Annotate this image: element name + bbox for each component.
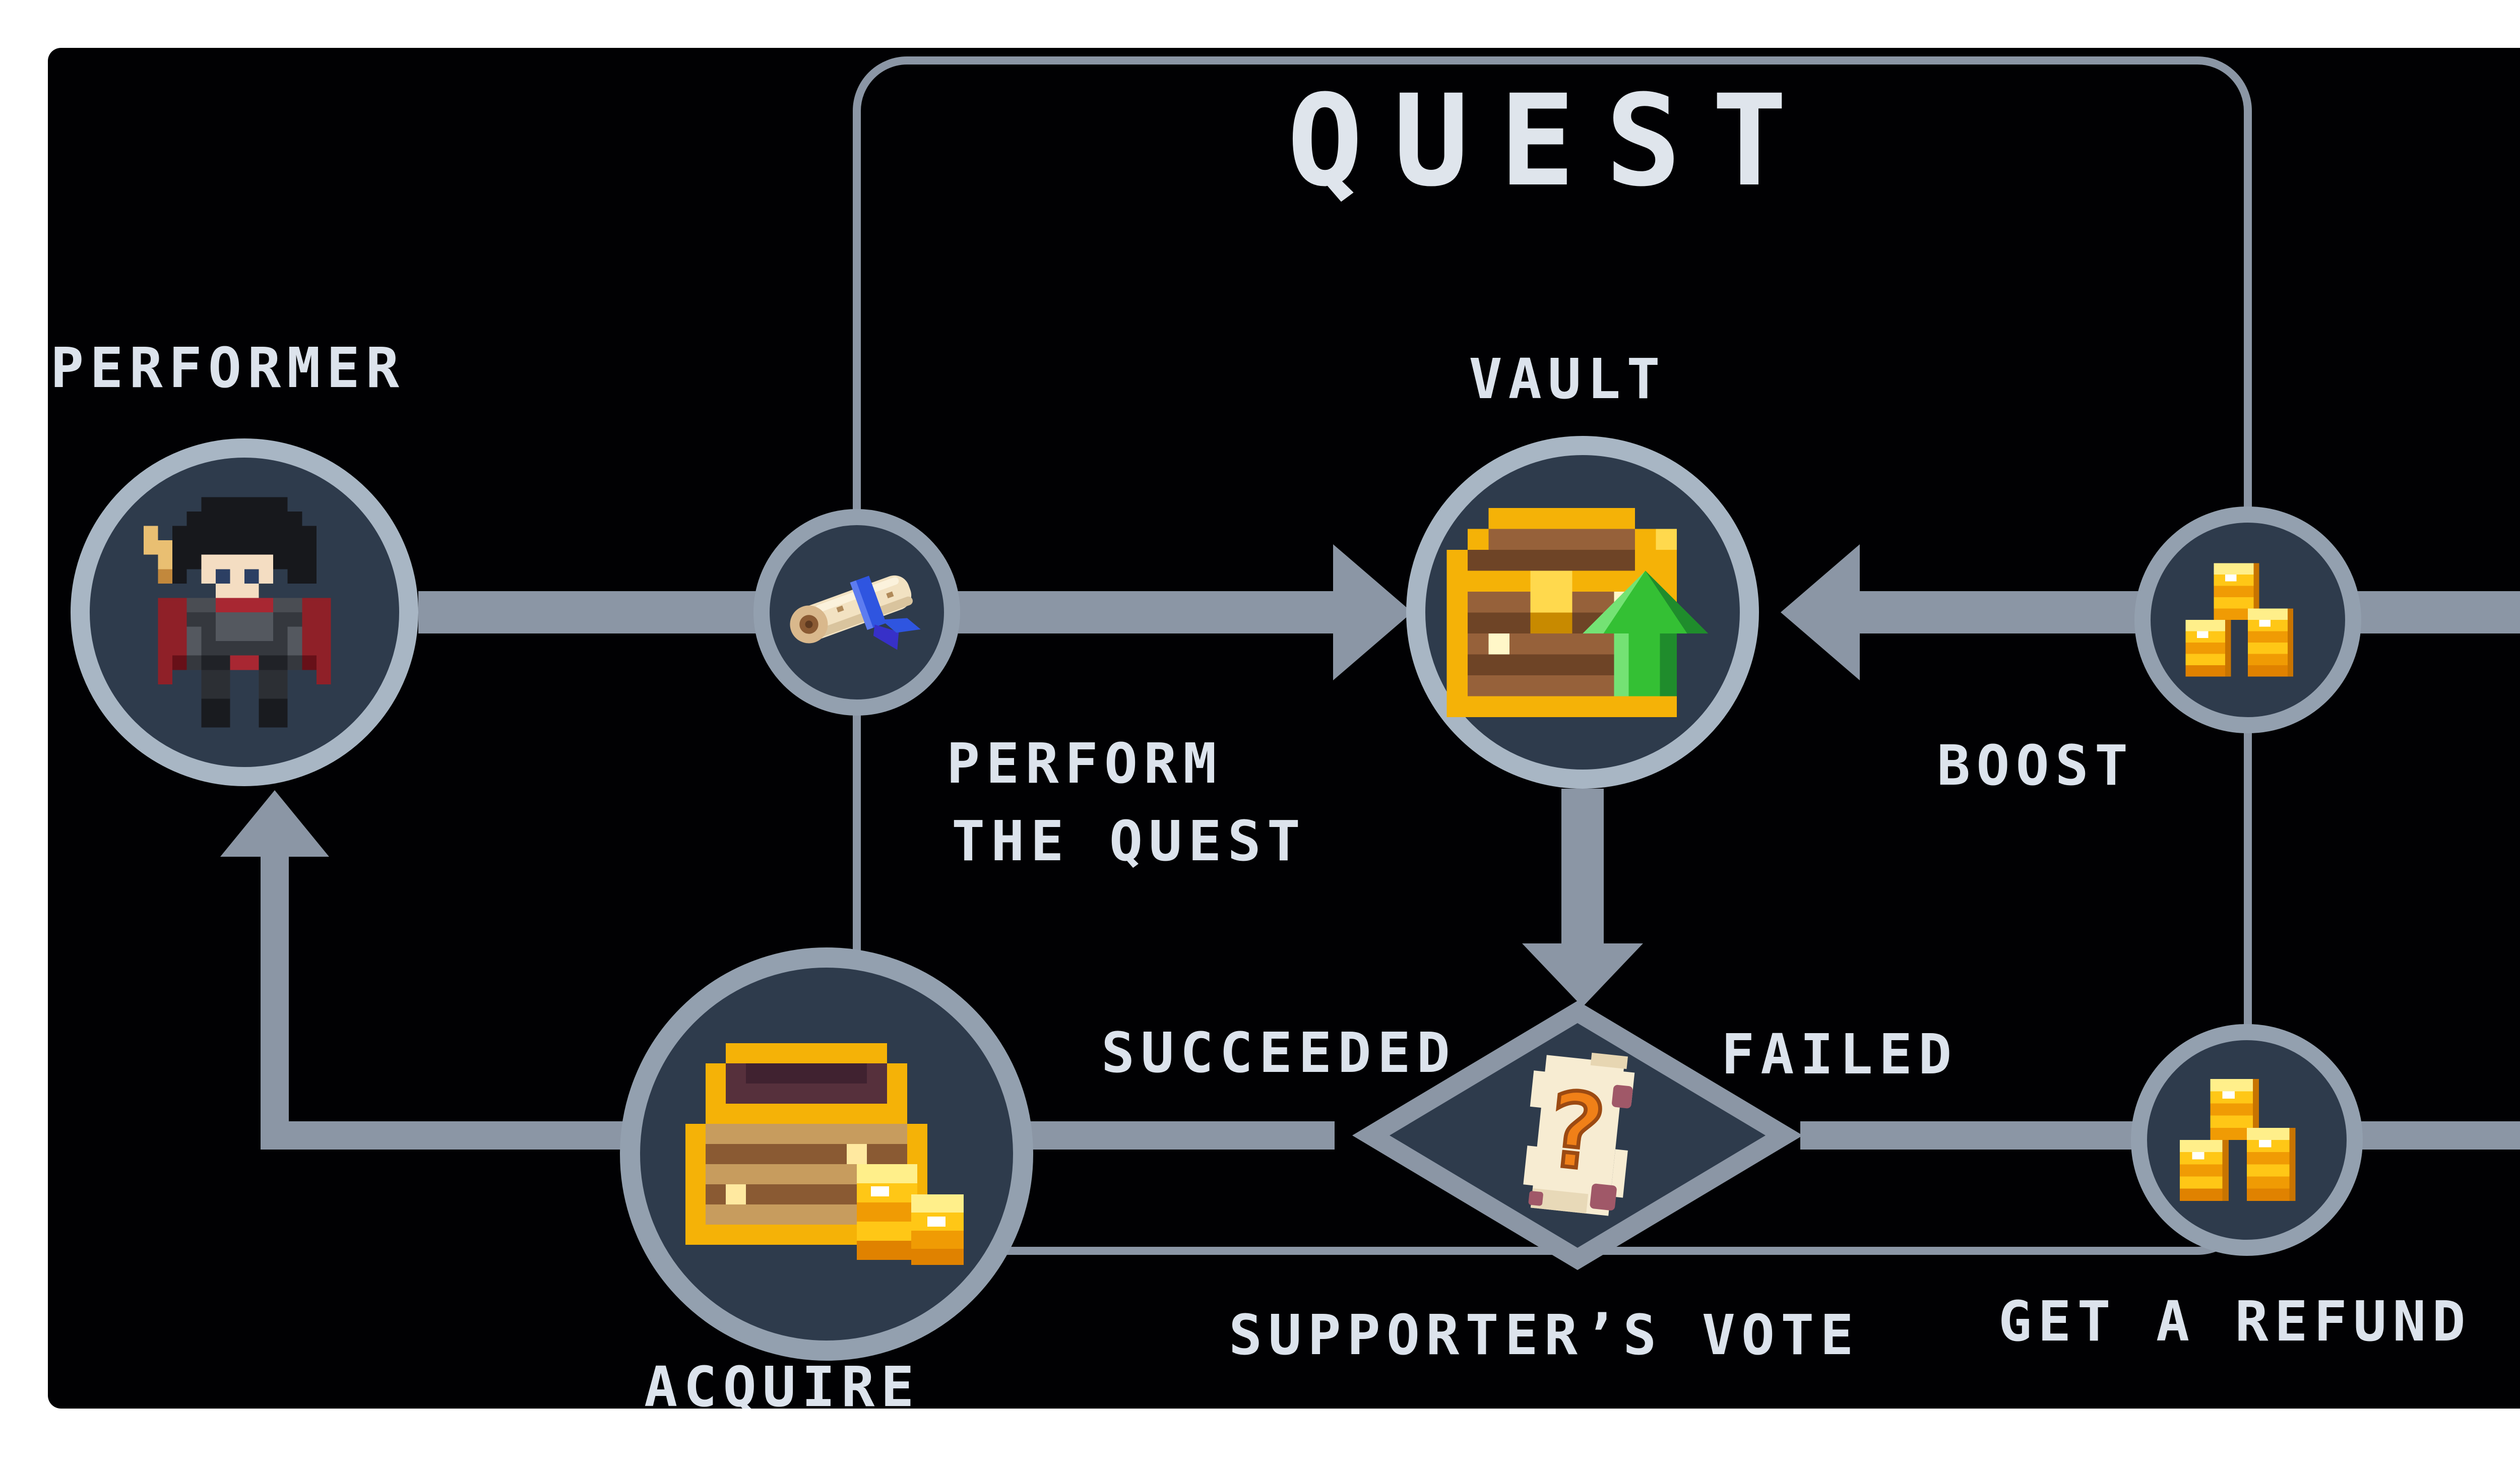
knight-avatar-icon <box>144 497 331 728</box>
perform-item-node <box>753 509 960 716</box>
acquire-label: ACQUIRE <box>644 1355 920 1409</box>
quest-title: QUEST <box>1287 68 1818 214</box>
arrow-vault-to-vote <box>1522 789 1643 1007</box>
scroll-ribbon-icon <box>790 575 921 650</box>
boost-item-node <box>2134 506 2361 733</box>
vault-label: VAULT <box>1469 347 1666 411</box>
coin-stacks-icon <box>2185 563 2293 677</box>
get-a-refund-label: GET A REFUND <box>1998 1289 2472 1354</box>
performer-label: PERFORMER <box>50 336 406 400</box>
succeeded-label: SUCCEEDED <box>1101 1021 1457 1085</box>
vote-icon-holder: ? <box>1502 1042 1653 1229</box>
acquire-node <box>620 947 1033 1361</box>
performer-node <box>71 438 418 786</box>
failed-label: FAILED <box>1721 1022 1958 1087</box>
perform-the-quest-label-line1: PERFORM <box>947 731 1223 796</box>
green-up-arrow-icon <box>1583 570 1708 696</box>
coin-stacks-icon <box>2180 1079 2296 1201</box>
boost-label: BOOST <box>1937 733 2134 798</box>
scroll-question-icon: ? <box>1523 1052 1635 1216</box>
open-chest-coins-icon <box>685 1043 964 1265</box>
diagram-panel: ? QUEST PERFORMER VAULT SUPPORTER PERFOR… <box>48 48 2520 1409</box>
treasure-chest-up-arrow-icon <box>1446 507 1708 717</box>
supporters-vote-label: SUPPORTER’S VOTE <box>1229 1303 1860 1367</box>
vault-node <box>1406 436 1759 789</box>
refund-item-node <box>2131 1024 2363 1256</box>
connector-lines <box>220 56 2520 1270</box>
svg-text:?: ? <box>1538 1069 1612 1195</box>
perform-the-quest-label-line2: THE QUEST <box>952 809 1307 873</box>
coin-stacks-icon <box>857 1164 964 1265</box>
